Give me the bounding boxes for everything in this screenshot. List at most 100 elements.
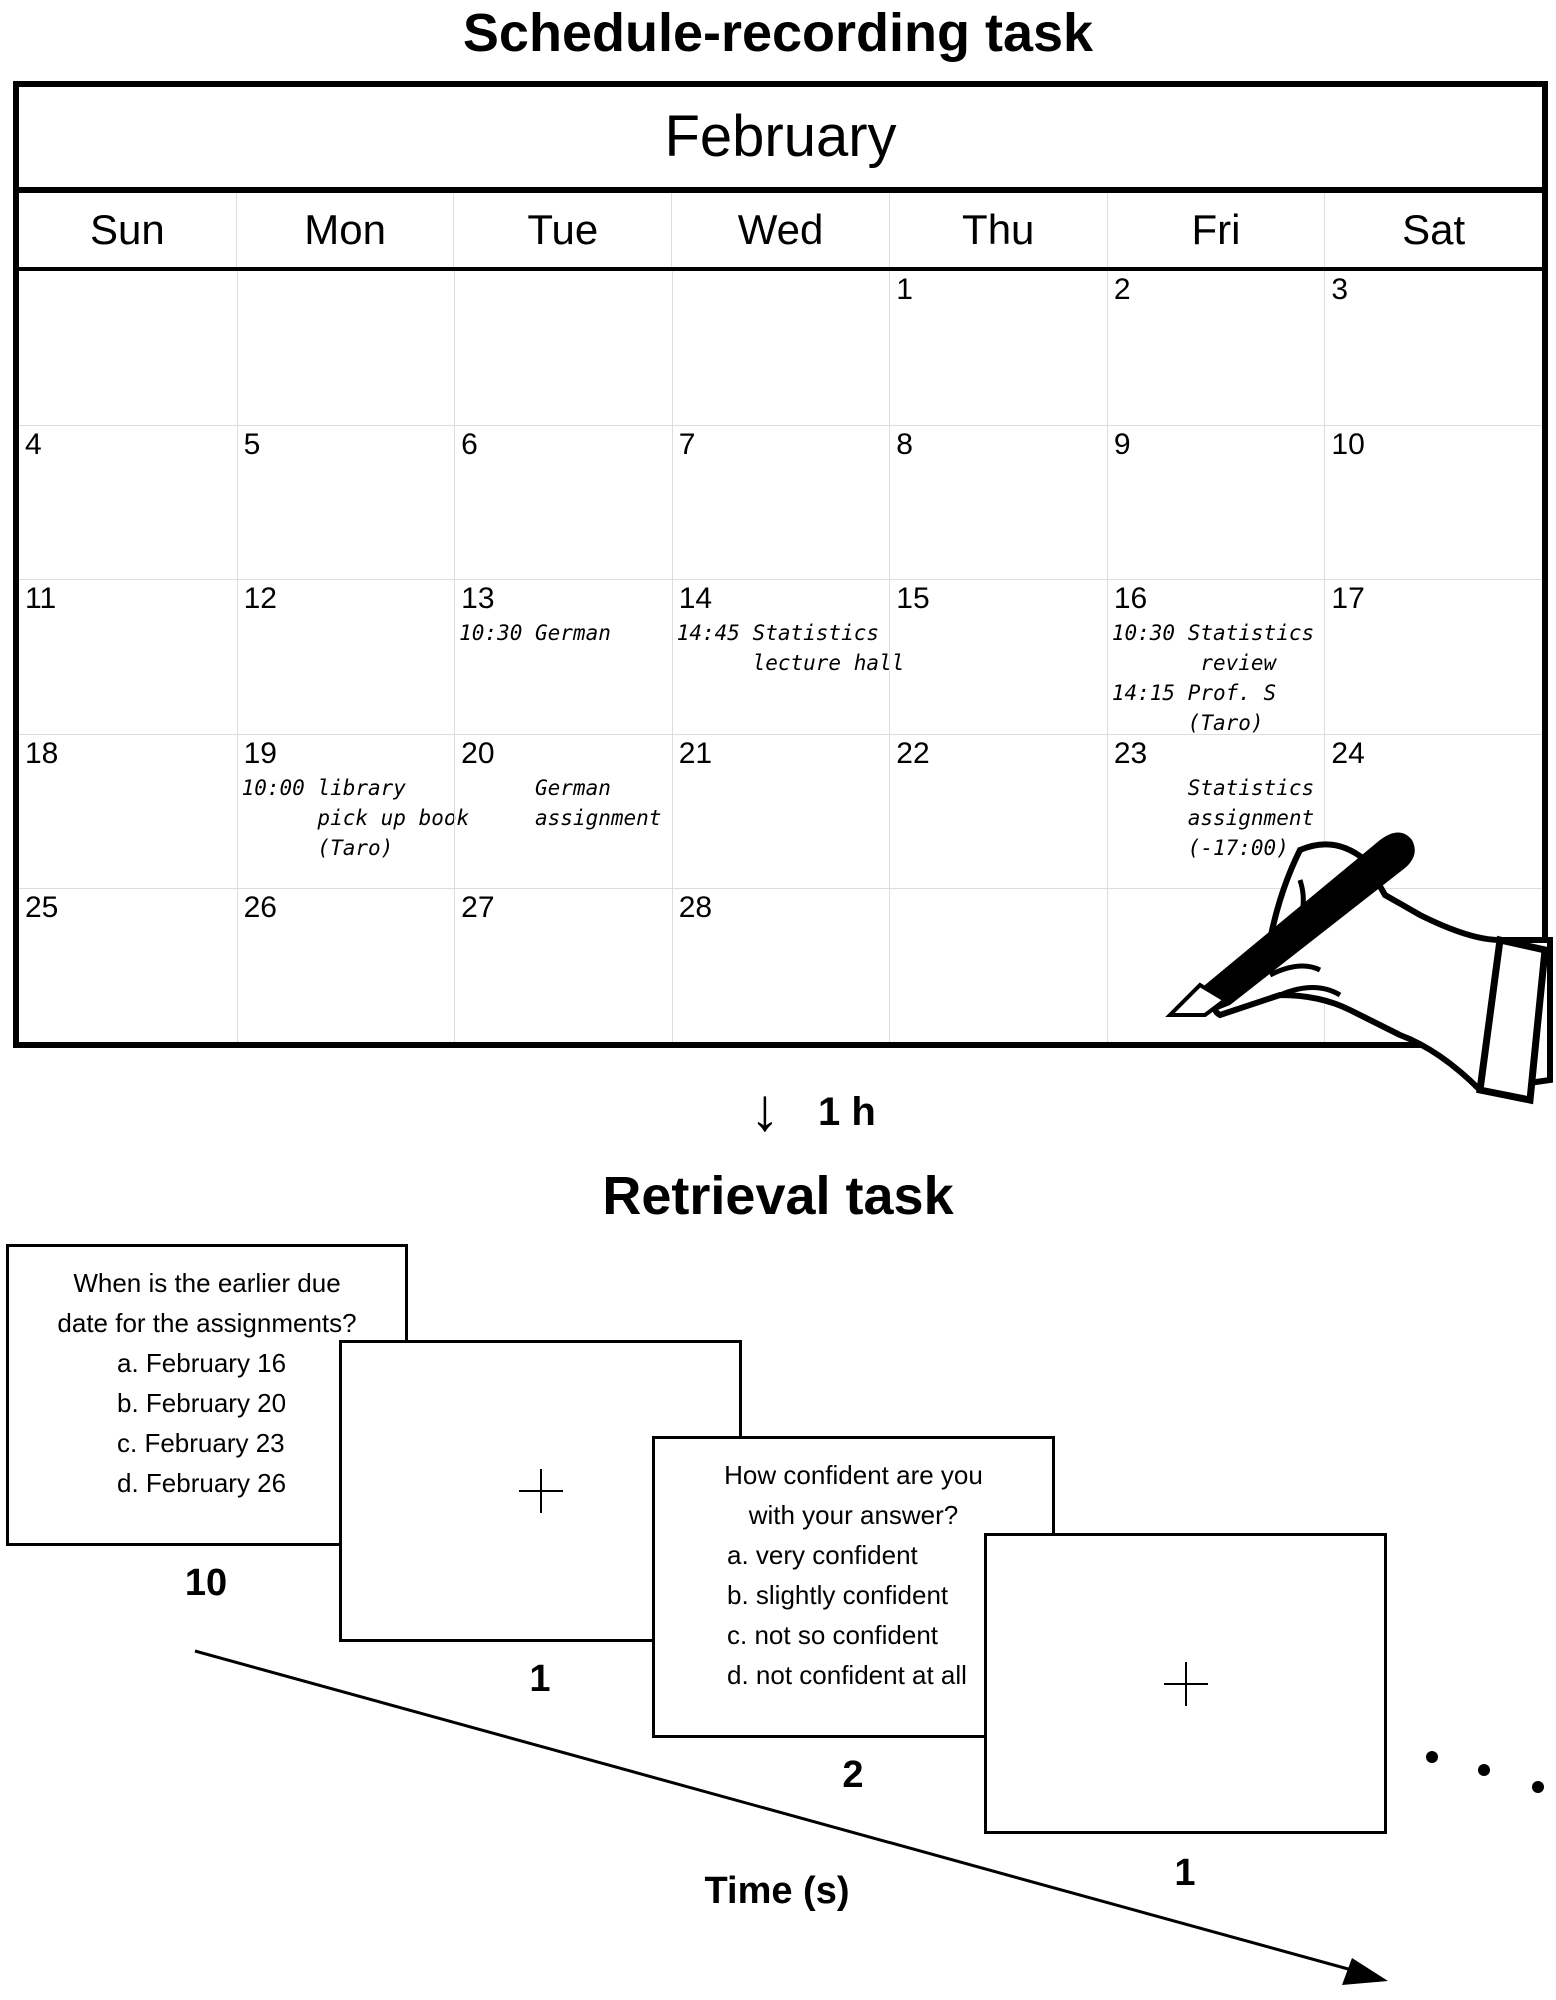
calendar-day-cell: 24 — [1324, 733, 1542, 888]
weekday-mon: Mon — [235, 193, 454, 267]
day-number: 13 — [461, 582, 495, 616]
calendar-day-cell: 5 — [236, 425, 455, 580]
day-number: 17 — [1331, 582, 1365, 616]
calendar-day-cell: 16 10:30 Statistics review 14:15 Prof. S … — [1106, 579, 1325, 735]
answer-option: a. very confident — [727, 1540, 918, 1570]
calendar-day-cell: 11 — [19, 579, 237, 733]
calendar-day-cell: 6 — [454, 425, 672, 580]
calendar-day-cell: 25 — [19, 887, 237, 1042]
weekday-sat: Sat — [1324, 193, 1542, 267]
day-number: 14 — [678, 582, 713, 616]
day-number: 25 — [25, 890, 59, 924]
weekday-sun: Sun — [89, 206, 165, 253]
duration-label: 1 — [529, 1658, 551, 1700]
calendar-day-cell: 1 — [889, 271, 1107, 426]
calendar-day-cell: 9 — [1106, 425, 1325, 580]
day-number: 26 — [243, 890, 277, 924]
day-number: 10 — [1331, 428, 1365, 462]
calendar-day-cell: 26 — [236, 887, 455, 1042]
calendar-day-cell: 13 10:30 German — [454, 579, 672, 734]
calendar-day-cell: 28 — [671, 887, 890, 1042]
calendar-day-cell: 27 — [454, 887, 672, 1042]
day-number: 18 — [25, 736, 59, 770]
calendar-day-cell: 22 — [889, 733, 1107, 888]
answer-option: d. February 26 — [117, 1468, 287, 1498]
schedule-entry: Statistics assignment (-17:00) — [1187, 775, 1315, 860]
calendar-day-cell: 8 — [889, 425, 1107, 580]
answer-option: b. February 20 — [117, 1388, 287, 1418]
fixation-screen — [984, 1533, 1387, 1834]
calendar-day-cell: 21 — [671, 733, 890, 888]
question-line: How confident are you — [724, 1460, 983, 1490]
day-number: 9 — [1113, 428, 1131, 462]
question-line: with your answer? — [748, 1500, 959, 1530]
day-number: 15 — [896, 582, 930, 616]
calendar-day-cell: 4 — [19, 425, 237, 579]
question-line: date for the assignments? — [57, 1308, 357, 1338]
calendar-month: February — [19, 87, 1542, 193]
schedule-entry: 10:30 Statistics review 14:15 Prof. S (T… — [1111, 621, 1315, 736]
day-number: 22 — [896, 736, 930, 770]
weekday-tue: Tue — [453, 193, 671, 267]
calendar-day-cell — [236, 271, 455, 426]
schedule-entry: 10:00 library pick up book (Taro) — [241, 775, 470, 860]
day-number: 2 — [1113, 273, 1131, 306]
schedule-entry: German assignment — [534, 775, 662, 830]
calendar-day-cell: 2 — [1106, 271, 1325, 426]
day-number: 20 — [461, 736, 495, 770]
answer-option: a. February 16 — [117, 1348, 287, 1378]
day-number: 5 — [243, 428, 261, 462]
calendar-day-cell: 10 — [1324, 425, 1542, 580]
duration-label: 2 — [842, 1754, 864, 1796]
day-number: 16 — [1113, 582, 1148, 616]
day-number: 3 — [1331, 273, 1349, 306]
calendar-day-cell: 15 — [889, 579, 1107, 734]
calendar-day-cell: 20 German assignment — [454, 733, 672, 888]
retrieval-title: Retrieval task — [602, 1166, 954, 1226]
answer-option: c. not so confident — [727, 1620, 939, 1650]
day-number: 12 — [243, 582, 277, 616]
duration-label: 1 — [1174, 1852, 1196, 1894]
calendar-day-cell: 7 — [671, 425, 890, 580]
day-number: 1 — [896, 273, 913, 306]
fixation-screen — [339, 1340, 742, 1642]
calendar-day-cell — [671, 271, 890, 426]
day-number: 4 — [25, 428, 42, 462]
hand-writing-icon — [1165, 832, 1553, 1105]
calendar-day-cell — [889, 887, 1107, 1042]
answer-option: b. slightly confident — [727, 1580, 949, 1610]
question-line: When is the earlier due — [73, 1268, 341, 1298]
day-number: 24 — [1331, 736, 1365, 770]
schedule-entry: 10:30 German — [459, 621, 611, 646]
fixation-cross-icon — [518, 1469, 563, 1513]
weekday-fri: Fri — [1106, 193, 1325, 267]
calendar-day-cell — [454, 271, 672, 426]
weekday-wed: Wed — [671, 193, 889, 267]
calendar-day-cell — [1106, 887, 1325, 1042]
day-number: 28 — [678, 890, 713, 924]
down-arrow-icon: ↓ — [750, 1076, 780, 1143]
calendar-day-cell: 23 Statistics assignment (-17:00) — [1106, 733, 1325, 888]
duration-label: 10 — [184, 1562, 228, 1604]
day-number: 6 — [461, 428, 478, 462]
day-number: 8 — [896, 428, 913, 462]
calendar-day-cell: 18 — [19, 733, 237, 888]
calendar-day-cell: 12 — [236, 579, 455, 734]
interval-label: 1 h — [818, 1090, 876, 1134]
calendar-day-cell: 3 — [1324, 271, 1542, 426]
day-number: 27 — [461, 890, 495, 924]
day-number: 7 — [678, 428, 696, 462]
time-axis-label: Time (s) — [704, 1870, 850, 1912]
day-number: 11 — [25, 582, 57, 616]
schedule-recording-title: Schedule-recording task — [462, 3, 1094, 63]
weekday-thu: Thu — [888, 193, 1107, 267]
answer-option: d. not confident at all — [727, 1660, 967, 1690]
day-number: 21 — [678, 736, 713, 770]
fixation-cross-icon — [1163, 1661, 1208, 1706]
